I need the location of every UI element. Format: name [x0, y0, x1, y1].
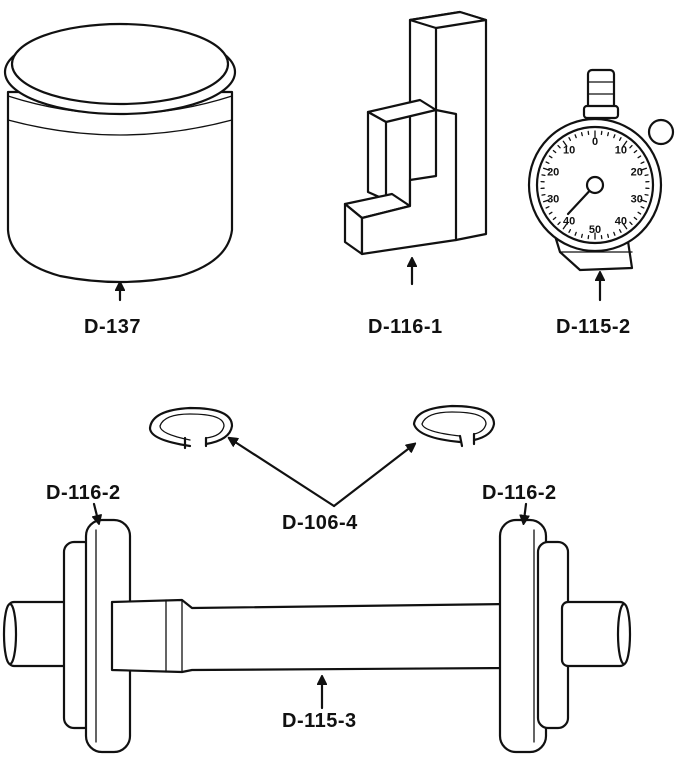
dial-tick	[645, 195, 648, 196]
dial-tick	[582, 133, 583, 136]
dial-gauge-label: D-115-2	[556, 316, 631, 339]
dial-number: 10	[563, 144, 575, 156]
right-bearing-label: D-116-2	[482, 482, 557, 505]
dial-tick	[645, 175, 648, 176]
dial-number: 10	[615, 144, 627, 156]
dial-number: 20	[631, 166, 643, 178]
dial-number: 20	[547, 166, 559, 178]
snap-rings-drawing	[150, 406, 494, 506]
left-bearing-label: D-116-2	[46, 482, 121, 505]
dial-tick	[582, 234, 583, 237]
cup-drawing	[5, 24, 235, 300]
dial-tick	[542, 195, 545, 196]
step-block-drawing	[345, 12, 486, 284]
shaft-label: D-115-3	[282, 710, 357, 733]
dial-tick	[542, 175, 545, 176]
dial-tick	[608, 133, 609, 136]
cup-label: D-137	[84, 316, 141, 339]
dial-tick	[608, 234, 609, 237]
snap-rings-label: D-106-4	[282, 512, 358, 535]
dial-number: 0	[592, 136, 598, 148]
step-block-label: D-116-1	[368, 316, 443, 339]
